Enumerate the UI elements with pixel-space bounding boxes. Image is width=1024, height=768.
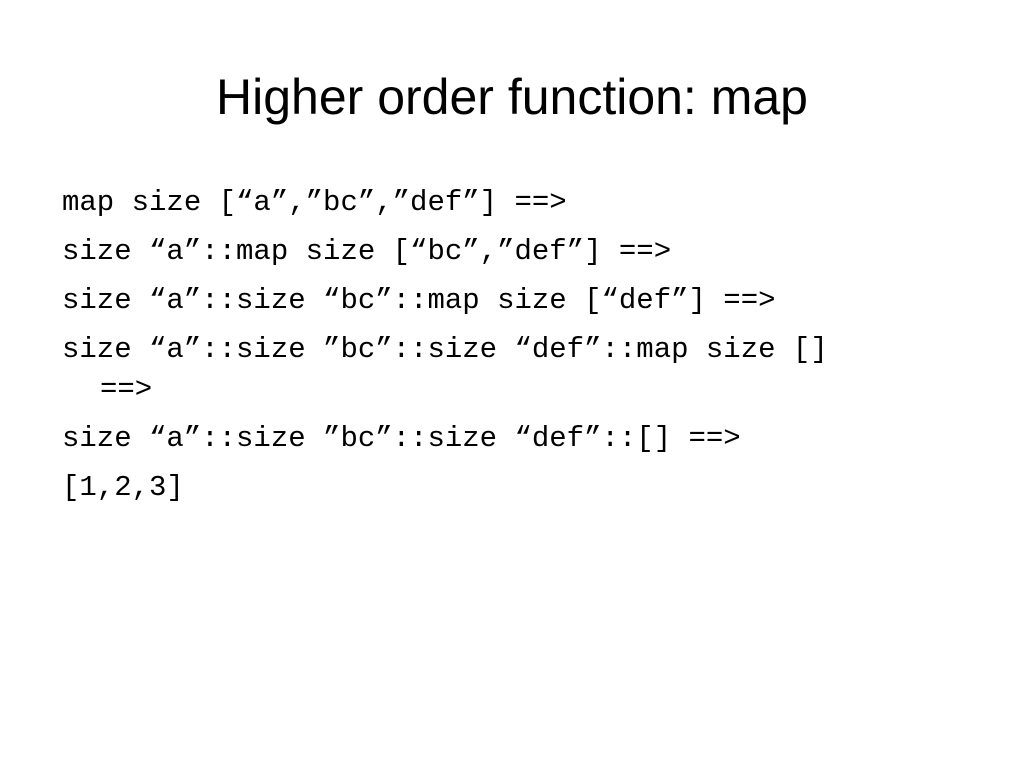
code-line-text: size “a”::size “bc”::map size [“def”] ==… [62,284,776,317]
code-line: [1,2,3] [62,468,982,508]
code-line-list: map size [“a”,”bc”,”def”] ==> size “a”::… [62,183,982,517]
code-line: size “a”::size “bc”::map size [“def”] ==… [62,281,982,321]
code-line-text: size “a”::size ”bc”::size “def”::map siz… [62,333,828,366]
code-line-text: size “a”::map size [“bc”,”def”] ==> [62,235,672,268]
code-line: size “a”::map size [“bc”,”def”] ==> [62,232,982,272]
code-line: map size [“a”,”bc”,”def”] ==> [62,183,982,223]
code-line-text: size “a”::size ”bc”::size “def”::[] ==> [62,422,741,455]
code-line-text: map size [“a”,”bc”,”def”] ==> [62,186,567,219]
code-line: size “a”::size ”bc”::size “def”::[] ==> [62,419,982,459]
code-line-text: [1,2,3] [62,471,184,504]
code-line: size “a”::size ”bc”::size “def”::map siz… [62,330,982,410]
slide-title: Higher order function: map [216,69,808,125]
code-line-continuation: ==> [100,373,153,406]
